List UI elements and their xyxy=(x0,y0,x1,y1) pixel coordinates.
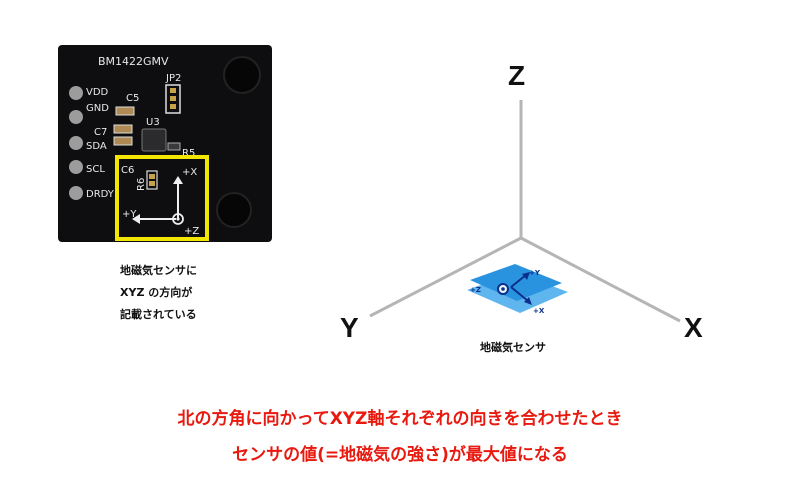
sensor-y-arrowhead xyxy=(522,272,530,280)
jumper-pad xyxy=(170,104,176,109)
jumper-outline xyxy=(165,84,181,114)
sensor-x-arrow xyxy=(510,286,529,302)
board-z-circle xyxy=(172,213,184,225)
sensor-x-arrowhead xyxy=(524,297,532,305)
component-label-c5: C5 xyxy=(126,93,139,104)
pin-label-drdy: DRDY xyxy=(86,189,115,200)
sensor-board-graphic: BM1422GMV JP2 VDD GND SDA SCL DRDY C5 C7… xyxy=(69,55,261,241)
component-label-c7: C7 xyxy=(94,127,107,138)
pin-label-scl: SCL xyxy=(86,164,105,175)
component-label-r5: R5 xyxy=(182,148,195,159)
board-caption: 地磁気センサに XYZ の方向が 記載されている xyxy=(120,260,260,326)
sensor-y-arrow xyxy=(510,274,527,288)
jumper-pad xyxy=(170,96,176,101)
board-z-mark: +Z xyxy=(184,226,199,237)
sensor-z-dot xyxy=(501,287,505,291)
resistor-pad xyxy=(149,181,155,186)
capacitor-c7 xyxy=(113,124,133,134)
sensor-label: 地磁気センサ xyxy=(480,341,546,354)
jumper-pad xyxy=(170,88,176,93)
pin-pad xyxy=(69,186,83,200)
y-axis-label: Y xyxy=(340,312,359,343)
component-label-c6: C6 xyxy=(121,165,134,176)
axis-highlight-box xyxy=(115,155,209,241)
pin-label-gnd: GND xyxy=(86,103,109,114)
pin-pad xyxy=(69,86,83,100)
board-x-mark: +X xyxy=(182,167,197,178)
explanation-line-2: センサの値(=地磁気の強さ)が最大値になる xyxy=(232,445,568,465)
board-x-arrowhead xyxy=(173,176,183,184)
sensor-icon: +Y +Z +X xyxy=(467,264,568,315)
resistor-r5 xyxy=(167,142,181,151)
resistor-pad xyxy=(149,174,155,179)
mount-hole-top xyxy=(223,56,261,94)
board-z-dot xyxy=(176,217,180,221)
sensor-z-mark: +Z xyxy=(470,286,481,294)
pin-pad xyxy=(69,160,83,174)
x-axis-line xyxy=(520,236,681,323)
pin-label-vdd: VDD xyxy=(86,87,109,98)
board-model-text: BM1422GMV xyxy=(98,55,169,68)
pin-pad xyxy=(69,136,83,150)
explanation-line-1: 北の方角に向かってXYZ軸それぞれの向きを合わせたとき xyxy=(177,409,623,429)
y-axis-line xyxy=(369,236,522,318)
chip-label: U3 xyxy=(146,117,160,128)
mount-hole-bottom xyxy=(216,192,252,228)
caption-line: XYZ の方向が xyxy=(120,286,193,299)
board-y-arrowhead xyxy=(132,214,140,224)
chip-u3 xyxy=(141,128,167,152)
capacitor xyxy=(113,136,133,146)
x-axis-label: X xyxy=(684,312,703,343)
jumper-label: JP2 xyxy=(165,73,181,84)
caption-line: 記載されている xyxy=(120,308,197,321)
caption-line: 地磁気センサに xyxy=(120,264,197,277)
pin-pad xyxy=(69,110,83,124)
z-axis-label: Z xyxy=(508,60,526,91)
board-y-mark: +Y xyxy=(122,209,137,220)
capacitor-c5 xyxy=(115,106,135,116)
sensor-board-photo: BM1422GMV JP2 VDD GND SDA SCL DRDY C5 C7… xyxy=(58,45,272,242)
sensor-y-mark: +Y xyxy=(529,269,541,277)
pin-label-sda: SDA xyxy=(86,141,107,152)
sensor-x-mark: +X xyxy=(533,307,545,315)
resistor-r6 xyxy=(146,170,158,190)
component-label-r6: R6 xyxy=(136,178,147,191)
